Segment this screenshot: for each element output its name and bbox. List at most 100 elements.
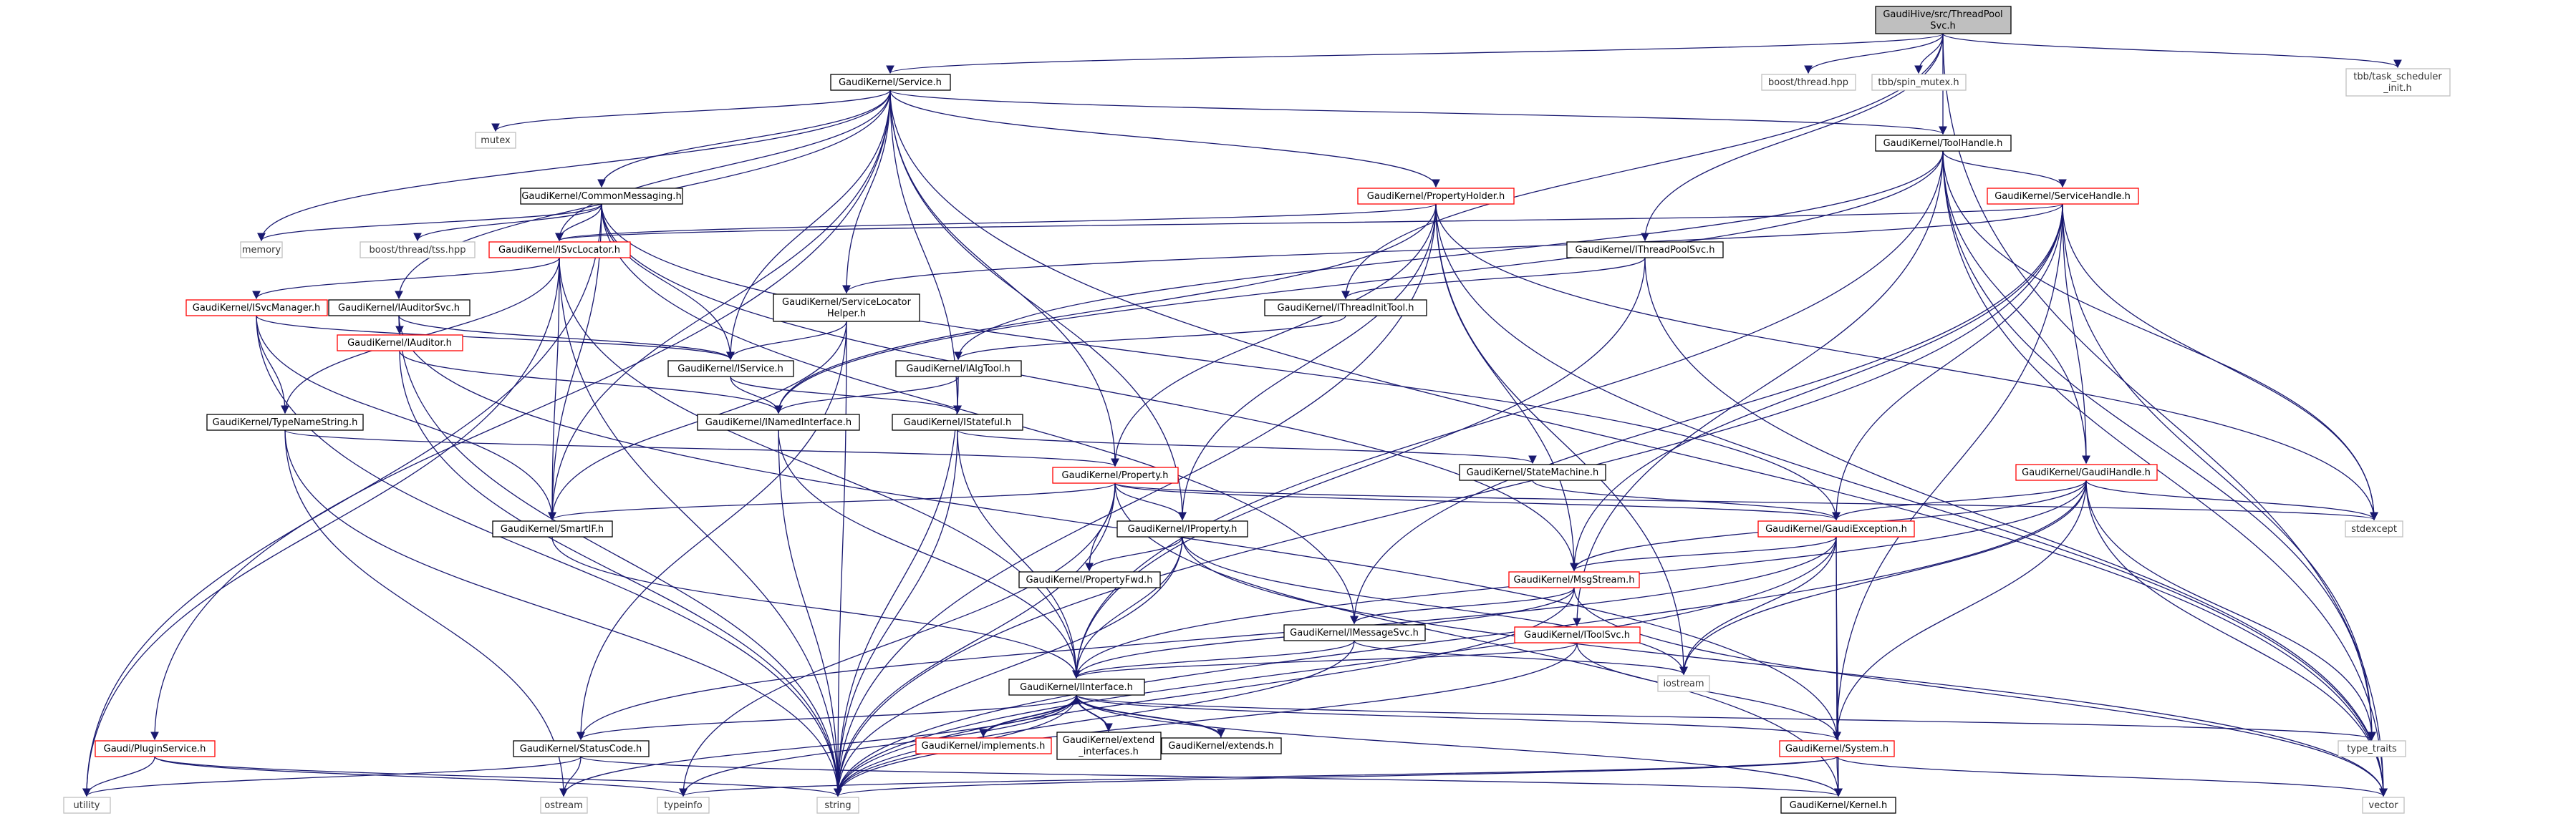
node-label: ostream [544, 800, 583, 811]
node-gaudihandle[interactable]: GaudiKernel/GaudiHandle.h [2015, 464, 2158, 481]
edge-extends-to-iinterface [1072, 695, 1222, 739]
node-statuscode[interactable]: GaudiKernel/StatusCode.h [513, 740, 650, 757]
node-ialgtool[interactable]: GaudiKernel/IAlgTool.h [895, 360, 1022, 377]
node-iauditorsvc[interactable]: GaudiKernel/IAuditorSvc.h [328, 299, 471, 316]
edge-iproperty-to-iinterface [1072, 536, 1183, 679]
node-label: GaudiKernel/PropertyFwd.h [1026, 575, 1152, 586]
node-box [492, 520, 613, 538]
node-box [773, 293, 920, 322]
node-property[interactable]: GaudiKernel/Property.h [1052, 467, 1179, 484]
edge-iproperty-to-vector [1182, 536, 2388, 797]
node-label: GaudiKernel/INamedInterface.h [705, 417, 852, 428]
edge-commonmessaging-to-boost_tss [413, 203, 602, 242]
node-toolhandle[interactable]: GaudiKernel/ToolHandle.h [1875, 135, 2012, 152]
node-ithreadinittool[interactable]: GaudiKernel/IThreadInitTool.h [1264, 299, 1427, 316]
node-label: GaudiHive/src/ThreadPool [1883, 9, 2002, 20]
node-extends[interactable]: GaudiKernel/extends.h [1161, 737, 1282, 754]
edge-system-to-vector [1836, 756, 2388, 797]
edge-threadpoolsvc-to-vector [1942, 33, 2388, 797]
node-box [1357, 188, 1515, 205]
edge-itoolsvc-to-string [834, 642, 1578, 797]
node-system[interactable]: GaudiKernel/System.h [1779, 740, 1895, 757]
node-istateful[interactable]: GaudiKernel/IStateful.h [892, 414, 1023, 431]
node-ithreadpoolsvc[interactable]: GaudiKernel/IThreadPoolSvc.h [1566, 241, 1724, 258]
node-boost_thread: boost/thread.hpp [1761, 74, 1856, 91]
edge-commonmessaging-to-imessagesvc [601, 203, 1359, 625]
node-box [915, 737, 1052, 754]
edge-servicehandle-to-string [834, 203, 2063, 797]
node-msgstream[interactable]: GaudiKernel/MsgStream.h [1508, 571, 1640, 588]
node-box [1052, 467, 1179, 484]
node-statemachine[interactable]: GaudiKernel/StateMachine.h [1459, 464, 1606, 481]
node-label: GaudiKernel/StatusCode.h [520, 744, 642, 754]
edge-property-to-gaudiexception [1114, 482, 1841, 521]
node-implements[interactable]: GaudiKernel/implements.h [915, 737, 1052, 754]
edge-service-to-property [889, 89, 1119, 467]
node-box [1459, 464, 1606, 481]
edge-ithreadpoolsvc-to-ithreadinittool [1341, 257, 1646, 300]
node-label: GaudiKernel/SmartIF.h [501, 524, 604, 535]
node-box [1514, 626, 1641, 643]
node-typenamestring[interactable]: GaudiKernel/TypeNameString.h [206, 414, 364, 431]
node-label: GaudiKernel/TypeNameString.h [213, 417, 358, 428]
node-isvclocator[interactable]: GaudiKernel/ISvcLocator.h [488, 241, 631, 258]
node-kernel[interactable]: GaudiKernel/Kernel.h [1780, 797, 1896, 814]
node-box [1780, 797, 1896, 814]
node-service[interactable]: GaudiKernel/Service.h [830, 74, 951, 91]
edge-toolhandle-to-servicehandle [1942, 150, 2067, 188]
node-box [513, 740, 650, 757]
node-threadpoolsvc[interactable]: GaudiHive/src/ThreadPoolSvc.h [1875, 6, 2012, 34]
node-smartif[interactable]: GaudiKernel/SmartIF.h [492, 520, 613, 538]
node-propertyfwd[interactable]: GaudiKernel/PropertyFwd.h [1018, 571, 1161, 588]
node-iservice[interactable]: GaudiKernel/IService.h [667, 360, 794, 377]
node-label: boost/thread/tss.hpp [370, 245, 466, 256]
edge-typenamestring-to-property [284, 429, 1119, 467]
edge-property-to-typeinfo [679, 482, 1116, 797]
edge-ithreadinittool-to-ialgtool [954, 315, 1346, 361]
node-iproperty[interactable]: GaudiKernel/IProperty.h [1116, 520, 1248, 538]
node-label: GaudiKernel/IMessageSvc.h [1290, 628, 1419, 638]
edge-ialgtool-to-inamedinterface [774, 376, 959, 414]
node-iinterface[interactable]: GaudiKernel/IInterface.h [1008, 679, 1145, 696]
edge-servicehandle-to-servicelocatorhelper [842, 203, 2063, 294]
node-extend_interfaces[interactable]: GaudiKernel/extend_interfaces.h [1056, 732, 1162, 760]
node-label: GaudiKernel/IAuditor.h [347, 338, 452, 349]
node-iauditor[interactable]: GaudiKernel/IAuditor.h [337, 334, 463, 351]
edge-iproperty-to-string [834, 536, 1183, 797]
node-commonmessaging[interactable]: GaudiKernel/CommonMessaging.h [520, 188, 683, 205]
node-inamedinterface[interactable]: GaudiKernel/INamedInterface.h [697, 414, 860, 431]
node-box [2345, 520, 2403, 538]
edge-service-to-commonmessaging [597, 89, 891, 188]
node-label: GaudiKernel/extends.h [1168, 741, 1274, 752]
node-box [1871, 74, 1967, 91]
node-propertyholder[interactable]: GaudiKernel/PropertyHolder.h [1357, 188, 1515, 205]
node-label: GaudiKernel/IInterface.h [1020, 682, 1133, 693]
node-isvcmanager[interactable]: GaudiKernel/ISvcManager.h [185, 299, 328, 316]
edge-gaudiexception-to-msgstream [1570, 536, 1837, 572]
node-typeinfo: typeinfo [657, 797, 710, 814]
node-itoolsvc[interactable]: GaudiKernel/IToolSvc.h [1514, 626, 1641, 643]
node-box [1056, 732, 1162, 760]
edge-service-to-toolhandle [889, 89, 1947, 135]
node-gaudiexception[interactable]: GaudiKernel/GaudiException.h [1757, 520, 1915, 538]
edge-iinterface-to-system [1076, 694, 1841, 741]
node-imessagesvc[interactable]: GaudiKernel/IMessageSvc.h [1283, 624, 1426, 641]
edge-pluginservice-to-utility [82, 756, 155, 797]
edge-system-to-kernel [1834, 756, 1843, 797]
node-tbb_task: tbb/task_scheduler_init.h [2345, 68, 2451, 97]
node-box [337, 334, 463, 351]
node-pluginservice[interactable]: Gaudi/PluginService.h [95, 740, 216, 757]
edge-property-to-iproperty [1114, 482, 1187, 521]
node-label: boost/thread.hpp [1768, 77, 1848, 88]
node-box [892, 414, 1023, 431]
edge-itoolsvc-to-iinterface [1072, 642, 1578, 679]
node-servicehandle[interactable]: GaudiKernel/ServiceHandle.h [1987, 188, 2139, 205]
edge-service-to-mutex [491, 89, 891, 132]
edge-service-to-memory [257, 89, 891, 242]
node-label: GaudiKernel/ServiceLocator [782, 297, 912, 308]
node-label: GaudiKernel/implements.h [922, 741, 1046, 752]
edge-iservice-to-istateful [730, 376, 962, 414]
edge-service-to-iproperty [889, 89, 1187, 521]
